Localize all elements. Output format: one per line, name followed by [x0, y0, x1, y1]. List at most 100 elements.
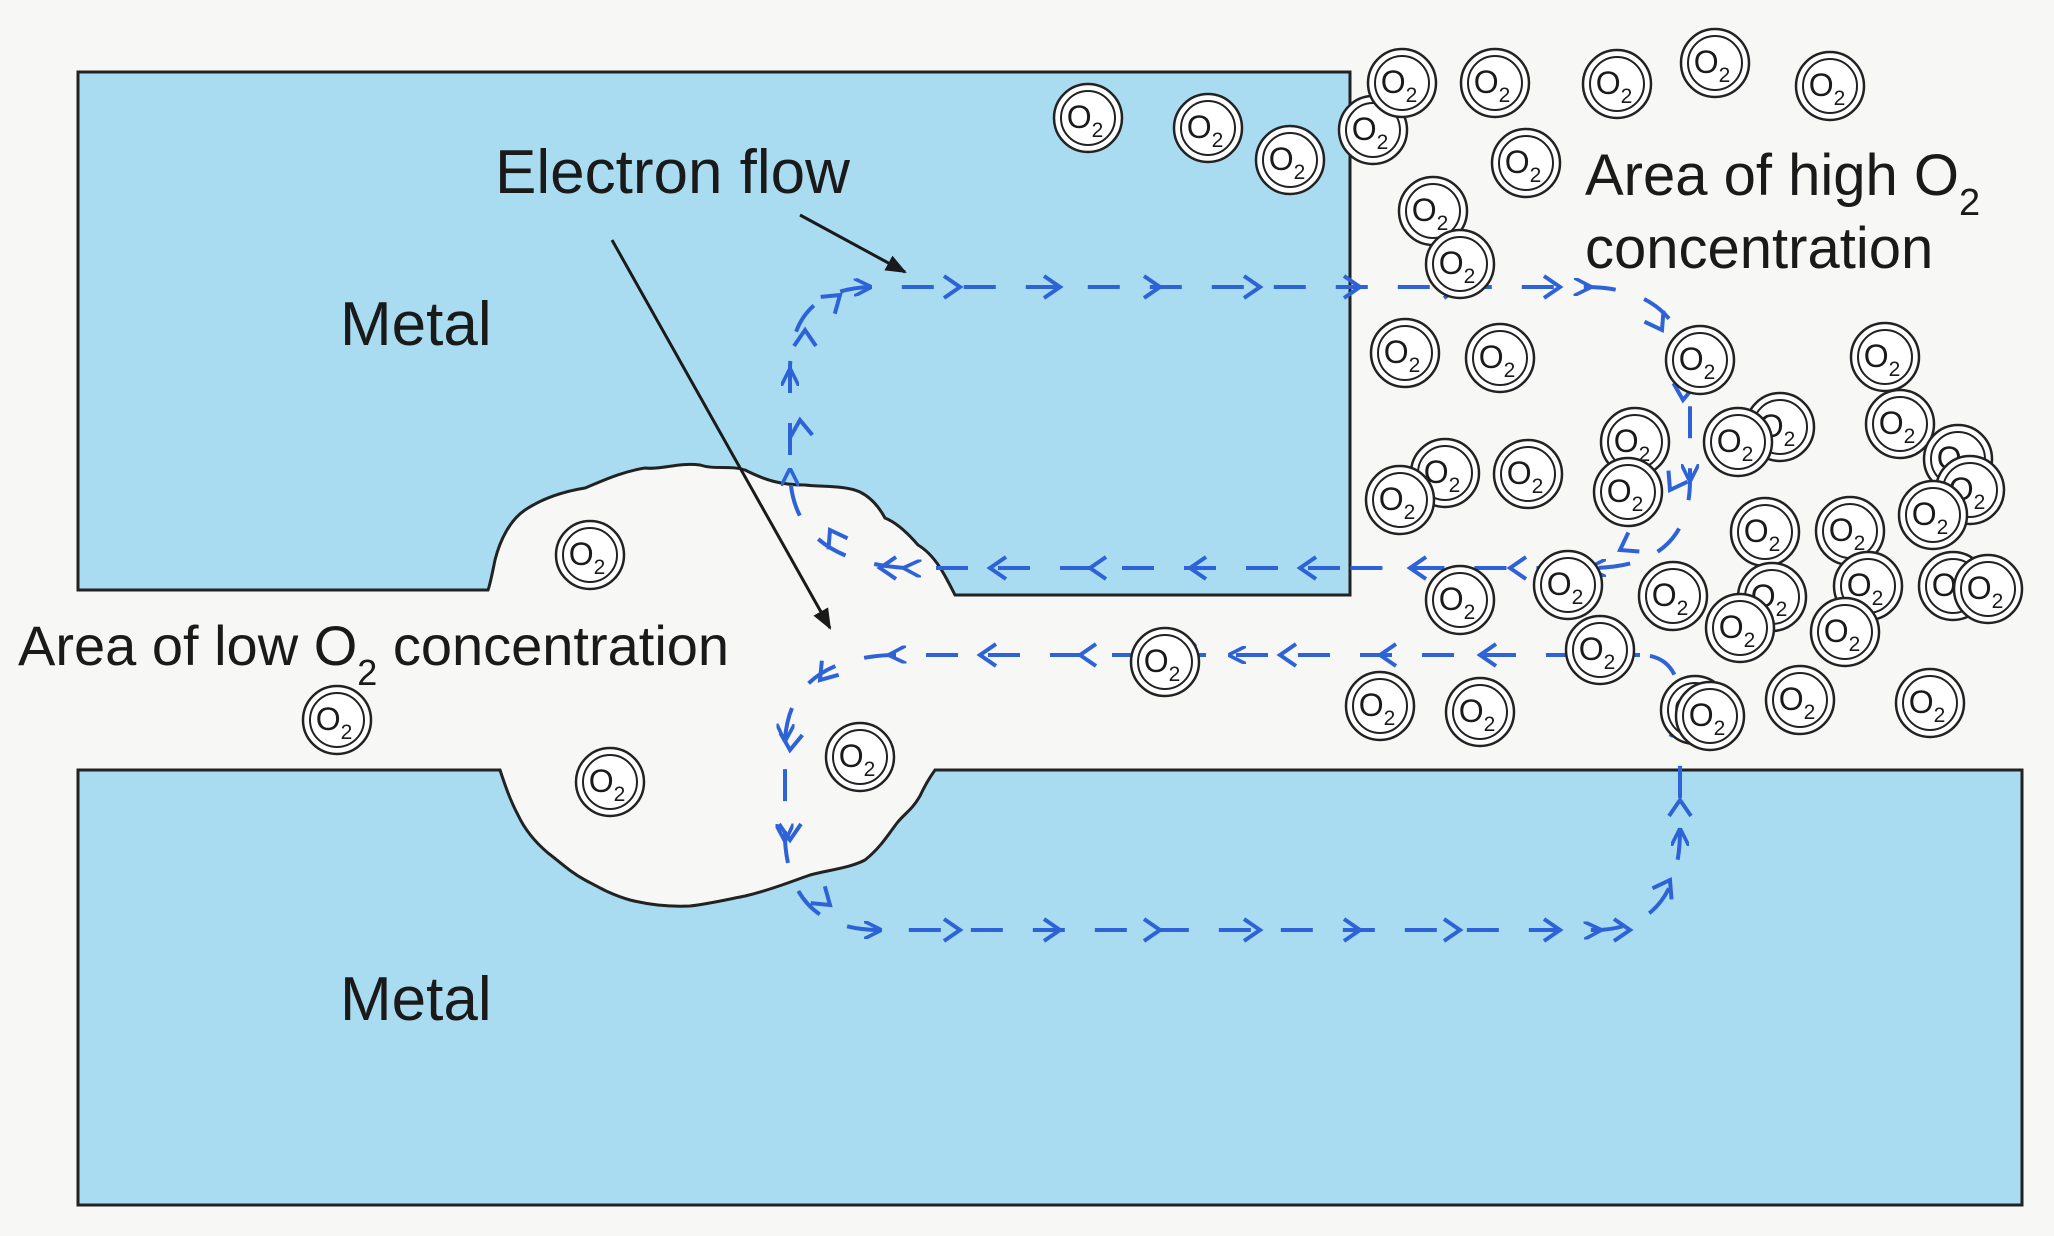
- o2-symbol: O2: [839, 738, 876, 781]
- electron-arrowhead: [942, 274, 964, 300]
- o2-outer-ring: [1592, 456, 1664, 528]
- o2-inner-ring: [1672, 332, 1728, 388]
- electron-arrowhead: [1667, 796, 1693, 818]
- o2-symbol: O2: [1507, 455, 1544, 498]
- o2-symbol: O2: [1744, 513, 1781, 556]
- o2-outer-ring: [1664, 324, 1736, 396]
- o2-inner-ring: [1682, 688, 1738, 744]
- o2-outer-ring: [1794, 50, 1866, 122]
- electron-arrowhead: [1506, 555, 1528, 581]
- o2-outer-ring: [1492, 438, 1564, 510]
- o2-inner-ring: [1872, 396, 1928, 452]
- o2-molecule: O2: [1564, 614, 1636, 686]
- o2-outer-ring: [574, 746, 646, 818]
- o2-symbol: O2: [1067, 99, 1104, 142]
- o2-molecule: O2: [1849, 321, 1921, 393]
- o2-symbol: O2: [1359, 687, 1396, 730]
- electron-flow-pointer-upper: [799, 213, 907, 274]
- electron-arrowhead: [1376, 642, 1398, 668]
- o2-symbol: O2: [1809, 67, 1846, 110]
- o2-inner-ring: [1802, 58, 1858, 114]
- o2-inner-ring: [1262, 132, 1318, 188]
- electron-arrowhead: [1651, 876, 1674, 900]
- o2-symbol: O2: [1412, 192, 1449, 235]
- o2-symbol: O2: [1187, 109, 1224, 152]
- electron-arrowhead: [817, 660, 840, 683]
- o2-symbol: O2: [1689, 697, 1726, 740]
- o2-inner-ring: [1137, 634, 1193, 690]
- o2-symbol: O2: [1352, 111, 1389, 154]
- o2-inner-ring: [1540, 557, 1596, 613]
- electron-arrowhead: [810, 885, 833, 908]
- o2-inner-ring: [1737, 504, 1793, 560]
- o2-inner-ring: [562, 527, 618, 583]
- o2-outer-ring: [1424, 228, 1496, 300]
- o2-inner-ring: [1645, 568, 1701, 624]
- o2-molecule: O2: [1459, 47, 1531, 119]
- electron-arrowhead: [942, 917, 964, 943]
- o2-symbol: O2: [1547, 566, 1584, 609]
- electron-arrowhead: [1476, 642, 1498, 668]
- electron-arrowhead: [1542, 274, 1564, 300]
- o2-inner-ring: [1572, 622, 1628, 678]
- o2-molecule: O2: [1254, 124, 1326, 196]
- o2-molecule: O2: [1729, 496, 1801, 568]
- electron-arrowhead: [1296, 555, 1318, 581]
- o2-molecule: O2: [1364, 464, 1436, 536]
- o2-symbol: O2: [1439, 581, 1476, 624]
- o2-inner-ring: [582, 754, 638, 810]
- o2-symbol: O2: [1579, 631, 1616, 674]
- o2-inner-ring: [832, 729, 888, 785]
- o2-symbol: O2: [1379, 481, 1416, 524]
- electron-arrowhead: [777, 822, 803, 844]
- electron-arrowhead: [1276, 642, 1298, 668]
- o2-molecule: O2: [1129, 626, 1201, 698]
- o2-symbol: O2: [1864, 338, 1901, 381]
- electron-arrowhead: [1406, 555, 1428, 581]
- metal-bottom-label: Metal: [340, 965, 492, 1034]
- o2-symbol: O2: [1679, 341, 1716, 384]
- o2-inner-ring: [1710, 414, 1766, 470]
- o2-inner-ring: [1902, 675, 1958, 731]
- o2-molecule: O2: [1704, 592, 1776, 664]
- o2-molecule: O2: [1369, 317, 1441, 389]
- o2-outer-ring: [1344, 670, 1416, 742]
- o2-inner-ring: [1712, 600, 1768, 656]
- electron-arrowhead: [1142, 917, 1164, 943]
- electron-arrowhead: [792, 326, 818, 348]
- o2-symbol: O2: [1474, 64, 1511, 107]
- o2-inner-ring: [1452, 684, 1508, 740]
- o2-inner-ring: [1772, 672, 1828, 728]
- o2-symbol: O2: [1717, 423, 1754, 466]
- electron-arrowhead: [1042, 917, 1064, 943]
- o2-outer-ring: [1704, 592, 1776, 664]
- o2-inner-ring: [1352, 678, 1408, 734]
- o2-molecule: O2: [1764, 664, 1836, 736]
- electron-arrowhead: [778, 732, 804, 754]
- o2-symbol: O2: [1824, 613, 1861, 656]
- o2-outer-ring: [1864, 388, 1936, 460]
- o2-inner-ring: [1905, 487, 1961, 543]
- electron-arrowhead: [1186, 555, 1208, 581]
- electron-arrowhead: [1242, 274, 1264, 300]
- electron-arrowhead: [1086, 555, 1108, 581]
- o2-symbol: O2: [1596, 65, 1633, 108]
- electron-arrowhead: [826, 526, 849, 550]
- o2-outer-ring: [1052, 82, 1124, 154]
- o2-outer-ring: [1254, 124, 1326, 196]
- o2-outer-ring: [554, 519, 626, 591]
- o2-outer-ring: [1366, 47, 1438, 119]
- electron-arrowhead: [1242, 917, 1264, 943]
- electron-flow-label: Electron flow: [495, 138, 850, 207]
- o2-symbol: O2: [1829, 512, 1866, 555]
- o2-molecule: O2: [1814, 495, 1886, 567]
- o2-symbol: O2: [1439, 245, 1476, 288]
- o2-inner-ring: [1589, 56, 1645, 112]
- electron-arrowhead: [1616, 531, 1640, 554]
- o2-molecule: O2: [1679, 27, 1751, 99]
- electron-flow-arrowheads: [777, 274, 1697, 943]
- o2-molecule: O2: [1424, 228, 1496, 300]
- o2-symbol: O2: [1479, 339, 1516, 382]
- o2-inner-ring: [1500, 446, 1556, 502]
- low-o2-label: Area of low O2 concentration: [18, 614, 729, 693]
